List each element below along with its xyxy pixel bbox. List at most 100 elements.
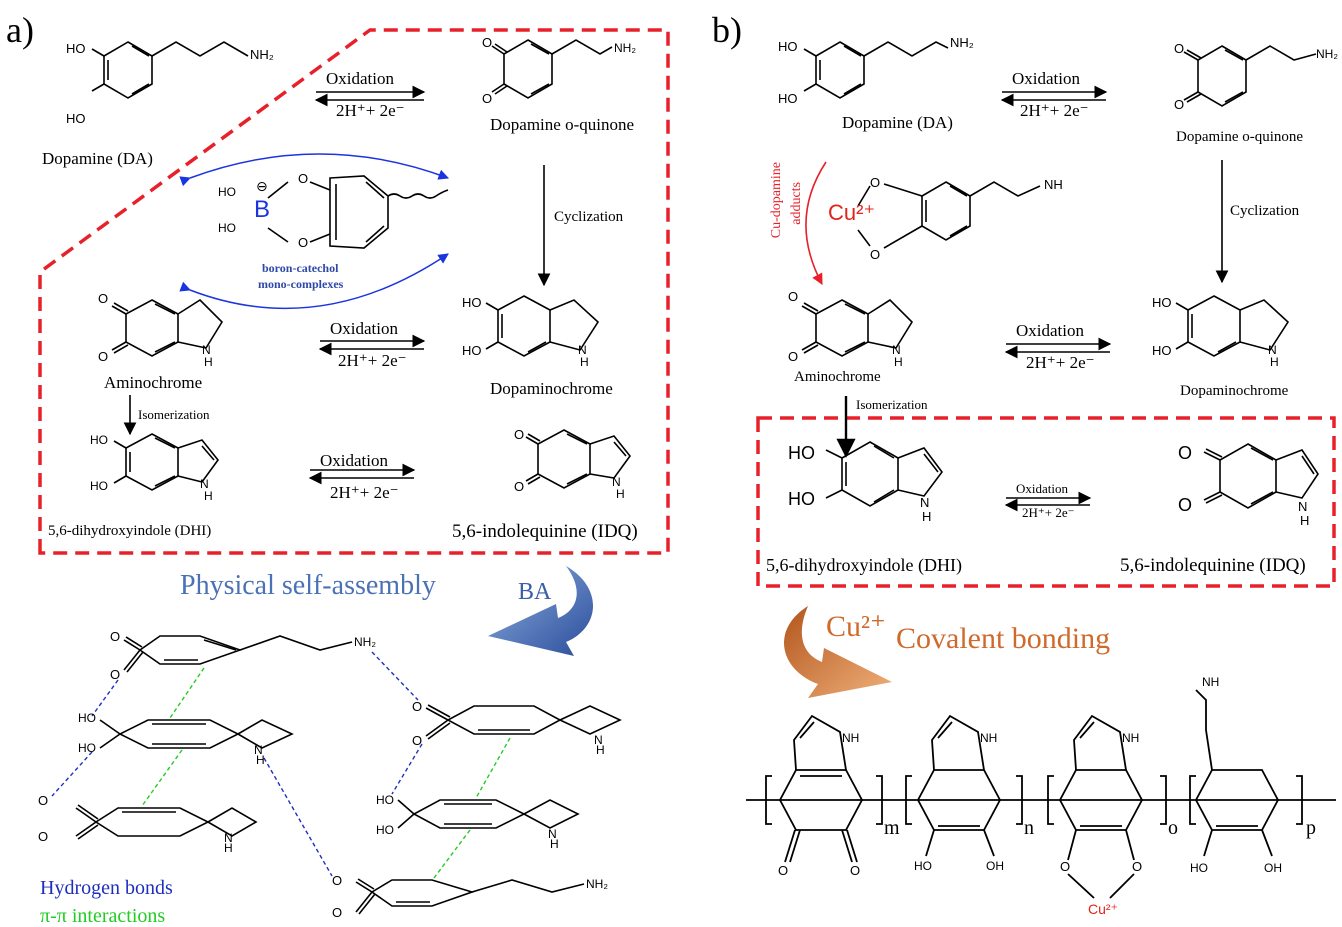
a-l-n3: N — [594, 733, 603, 747]
p-n-nh: NH — [980, 731, 998, 745]
b-dc-ho1: HO — [1152, 295, 1172, 310]
b-am-o2: O — [788, 349, 799, 364]
b-am-n: N — [892, 343, 901, 357]
a-l-h3: H — [596, 743, 605, 757]
b-oxidation-1: Oxidation — [1012, 69, 1080, 88]
a-dhi-ho2: HO — [90, 479, 108, 493]
ba-curved-arrow — [488, 566, 594, 656]
a-l-h4: H — [550, 837, 559, 851]
b-dhi-h: H — [922, 509, 932, 524]
b-idq-n: N — [1298, 499, 1308, 514]
a-l-o3: O — [38, 793, 49, 808]
a-l-nh2: NH₂ — [354, 635, 376, 649]
a-l-n2: N — [224, 831, 233, 845]
a-b-o1: O — [298, 171, 309, 186]
cu-curved-arrow — [784, 606, 892, 698]
a-dhi-h: H — [204, 489, 213, 503]
p-sub-o: o — [1168, 817, 1178, 839]
a-oxidation-1: Oxidation — [326, 69, 394, 88]
a-am-h: H — [204, 355, 213, 369]
a-am-o2: O — [98, 349, 109, 364]
a-dhi-ring — [125, 433, 179, 491]
p-m-o1: O — [778, 863, 789, 878]
a-l-ho2: HO — [78, 741, 96, 755]
p-sub-p: p — [1306, 817, 1316, 839]
a-l-n4: N — [548, 827, 557, 841]
b-cyclization: Cyclization — [1230, 203, 1300, 219]
p-m-nh: NH — [842, 731, 860, 745]
a-dc-n: N — [578, 343, 587, 357]
a-oquinone-name: Dopamine o-quinone — [490, 115, 634, 134]
a-b-ho2: HO — [218, 221, 236, 235]
a-oxidation-2: Oxidation — [330, 319, 398, 338]
a-protons-3: 2H⁺+ 2e⁻ — [330, 483, 399, 502]
a-da-ho2: HO — [66, 111, 86, 126]
a-dopaminochrome-name: Dopaminochrome — [490, 379, 613, 398]
b-da-nh2: NH₂ — [950, 35, 974, 50]
a-l-h2: H — [224, 841, 233, 855]
a-idq-n: N — [612, 475, 621, 489]
b-dhi-n: N — [920, 495, 930, 510]
p-m-o2: O — [850, 863, 861, 878]
p-p-oh: OH — [1264, 861, 1282, 875]
a-oq-o1: O — [482, 35, 493, 50]
a-cyclization: Cyclization — [554, 209, 624, 225]
b-am-h: H — [894, 355, 903, 369]
b-dopamine-name: Dopamine (DA) — [842, 113, 953, 132]
physical-self-assembly-label: Physical self-assembly — [180, 570, 436, 601]
a-oq-nh2: NH₂ — [614, 41, 636, 55]
b-isomerization: Isomerization — [856, 397, 928, 412]
a-l-ho1: HO — [78, 711, 96, 725]
a-dopamine-name: Dopamine (DA) — [42, 149, 153, 168]
b-idq-o2: O — [1178, 495, 1193, 515]
p-o-o2: O — [1132, 859, 1143, 874]
a-dopaminochrome-ring — [497, 295, 551, 357]
panel-a-dashed-box — [38, 28, 670, 555]
a-l-o4: O — [38, 829, 49, 844]
b-aminochrome-name: Aminochrome — [794, 369, 881, 385]
p-p-ho: HO — [1190, 861, 1208, 875]
a-l-o2: O — [110, 667, 121, 682]
a-boron-atom: B — [254, 196, 271, 223]
legend-pi-interactions: π-π interactions — [40, 905, 166, 927]
panel-b-label: b) — [712, 10, 742, 50]
b-idq-name: 5,6-indolequinine (IDQ) — [1120, 555, 1306, 576]
a-dhi-n: N — [200, 477, 209, 491]
b-dc-ho2: HO — [1152, 343, 1172, 358]
a-complex-label-2: mono-complexes — [258, 277, 344, 291]
a-l-o1: O — [110, 629, 121, 644]
a-l-o8: O — [332, 905, 343, 920]
a-l-o5: O — [412, 699, 423, 714]
p-n-ho: HO — [914, 859, 932, 873]
b-cu-nh: NH — [1044, 177, 1063, 192]
p-sub-n: n — [1024, 817, 1034, 839]
a-idq-ring — [537, 429, 591, 489]
a-boron-charge: ⊖ — [256, 179, 268, 195]
legend-hydrogen-bonds: Hydrogen bonds — [40, 877, 173, 899]
a-protons-1: 2H⁺+ 2e⁻ — [336, 101, 405, 120]
b-oxidation-3: Oxidation — [1016, 481, 1068, 496]
b-adducts-label-2: adducts — [789, 182, 804, 225]
a-da-ho1: HO — [66, 41, 86, 56]
a-dc-ho1: HO — [462, 295, 482, 310]
a-aminochrome-ring — [125, 299, 179, 357]
covalent-bonding-label: Covalent bonding — [896, 622, 1111, 655]
panel-b-dashed-box — [756, 416, 1336, 588]
b-da-ho2: HO — [778, 91, 798, 106]
a-b-o2: O — [298, 235, 309, 250]
panel-a-label: a) — [6, 10, 34, 50]
b-oq-nh2: NH₂ — [1316, 47, 1338, 61]
a-l-nh2-2: NH₂ — [586, 877, 608, 891]
b-protons-2: 2H⁺+ 2e⁻ — [1026, 353, 1095, 372]
a-am-n: N — [202, 343, 211, 357]
cu-prefix-label: Cu²⁺ — [826, 610, 886, 643]
a-idq-o1: O — [514, 427, 525, 442]
b-idq-o1: O — [1178, 443, 1193, 463]
a-l-ho3: HO — [376, 793, 394, 807]
a-l-o7: O — [332, 873, 343, 888]
a-l-o6: O — [412, 733, 423, 748]
b-protons-3: 2H⁺+ 2e⁻ — [1022, 505, 1075, 520]
a-idq-name: 5,6-indolequinine (IDQ) — [452, 521, 638, 542]
a-l-h1: H — [256, 753, 265, 767]
